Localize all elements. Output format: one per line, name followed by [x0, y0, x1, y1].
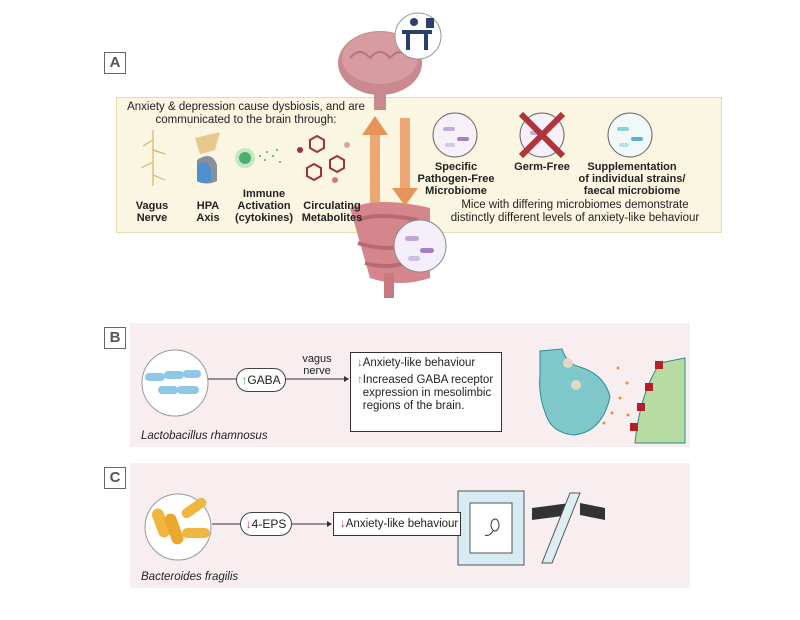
panel-c-graphics [144, 490, 605, 566]
brain-gut-illustration [338, 12, 447, 298]
pathway-icons [140, 130, 350, 186]
gaba-pill: ↑GABA [236, 368, 286, 392]
germ-free-icon [518, 111, 566, 159]
stressed-person-icon [394, 12, 442, 60]
metabolites-icon [297, 134, 350, 183]
down-arrow-icon: ↓ [245, 517, 252, 531]
panel-label-c: C [104, 467, 126, 489]
bacteroides-label: Bacteroides fragilis [141, 571, 239, 583]
synapse-icon [539, 348, 686, 444]
lactobacillus-label: Lactobacillus rhamnosus [141, 430, 268, 442]
germ-free-label: Germ-Free [514, 161, 570, 173]
down-arrow-icon: ↓ [357, 357, 363, 369]
open-field-test-icon [457, 490, 525, 566]
bacteroides-icon [144, 493, 212, 561]
panel-a-right-caption: Mice with differing microbiomes demonstr… [450, 199, 700, 224]
down-arrow-icon: ↓ [340, 518, 346, 530]
panel-label-a: A [104, 52, 126, 74]
panel-a-left-title: Anxiety & depression cause dysbiosis, an… [127, 101, 365, 126]
4-eps-pill: ↓4-EPS [240, 512, 292, 536]
hpa-axis-icon [195, 132, 220, 184]
panel-label-b: B [104, 327, 126, 349]
microbiome-magnifier-icon [393, 219, 447, 273]
panel-b-graphics [141, 348, 686, 444]
vagus-nerve-icon [140, 130, 166, 186]
elevated-plus-maze-icon [532, 492, 605, 564]
panel-c-effect-box: ↓Anxiety-like behaviour [333, 512, 461, 536]
panel-b-effects-box: ↓Anxiety-like behaviour ↑Increased GABA … [350, 352, 502, 432]
lactobacillus-icon [141, 349, 209, 417]
supplementation-microbiome-icon [607, 112, 653, 158]
up-arrow-icon: ↑ [241, 373, 248, 387]
immune-cell-icon [235, 148, 281, 168]
up-arrow-icon: ↑ [357, 374, 363, 386]
gut-to-brain-arrow [362, 116, 388, 203]
brain-to-gut-arrow [392, 118, 418, 206]
microbiome-circles [432, 111, 653, 159]
spf-microbiome-icon [432, 112, 478, 158]
